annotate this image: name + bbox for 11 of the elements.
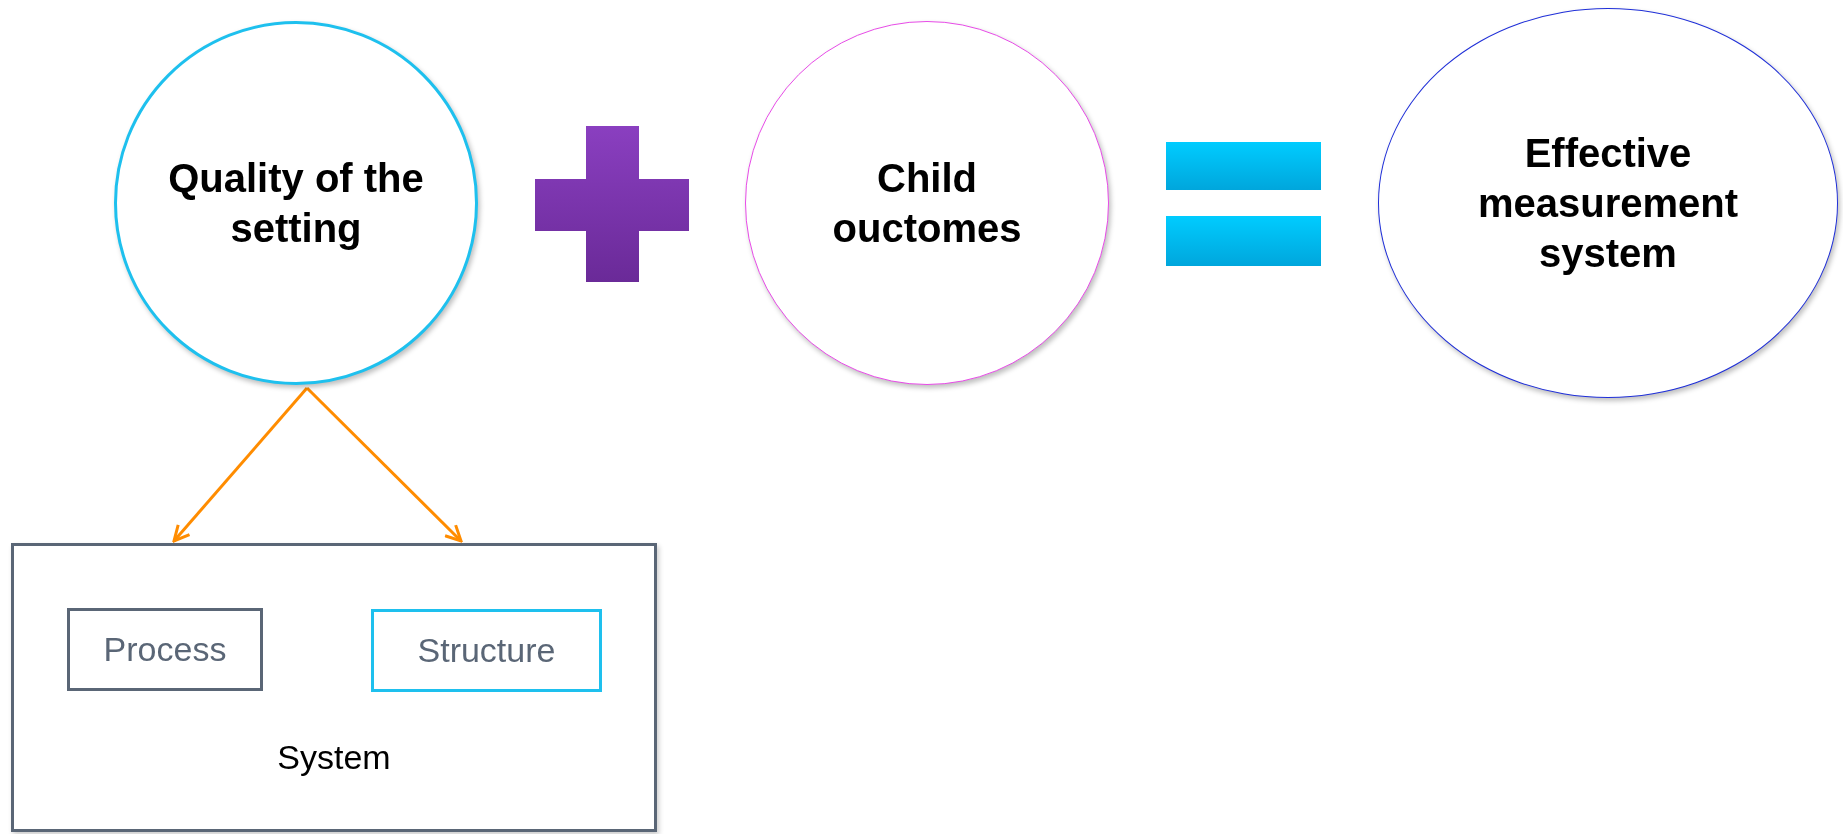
- ellipse-label: Effective measurement system: [1476, 130, 1740, 277]
- box-label: Process: [103, 629, 227, 670]
- process-box: [67, 608, 263, 691]
- arrow: [172, 387, 309, 543]
- process-box: [371, 609, 602, 692]
- container-box: [11, 543, 657, 832]
- circle-label: Quality of the setting: [167, 155, 425, 252]
- circle-label: Child ouctomes: [831, 155, 1023, 252]
- arrow: [305, 386, 463, 543]
- box-label: Structure: [417, 630, 556, 671]
- box-label: System: [276, 737, 392, 778]
